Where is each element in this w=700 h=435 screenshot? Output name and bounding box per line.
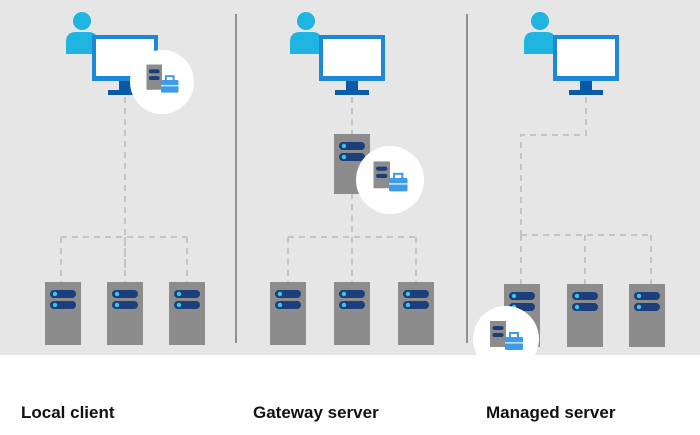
user-icon: [524, 12, 556, 54]
managed-server-badge: [356, 146, 424, 214]
server-icon: [334, 282, 370, 345]
toolbox-icon: [388, 172, 408, 192]
user-icon: [290, 12, 322, 54]
server-icon: [107, 282, 143, 345]
toolbox-icon: [505, 332, 523, 350]
server-icon: [629, 284, 665, 347]
server-icon: [334, 134, 370, 194]
monitor-icon: [553, 35, 619, 95]
connector: [520, 97, 587, 235]
server-icon: [270, 282, 306, 345]
caption-managed-server: Managed server: [486, 403, 616, 422]
diagram-area: [0, 0, 700, 355]
server-icon: [567, 284, 603, 347]
mini-server-icon: [373, 161, 390, 189]
caption-local-client: Local client: [21, 403, 115, 422]
toolbox-icon: [161, 75, 179, 93]
managed-server-badge: [473, 306, 539, 355]
server-icon: [398, 282, 434, 345]
architecture-diagram: [45, 12, 665, 355]
mini-server-icon: [490, 321, 506, 347]
managed-server-badge: [130, 50, 194, 114]
server-icon: [45, 282, 81, 345]
server-icon: [169, 282, 205, 345]
monitor-icon: [319, 35, 385, 95]
user-icon: [66, 12, 98, 54]
mini-server-icon: [146, 64, 162, 90]
caption-gateway-server: Gateway server: [253, 403, 379, 422]
